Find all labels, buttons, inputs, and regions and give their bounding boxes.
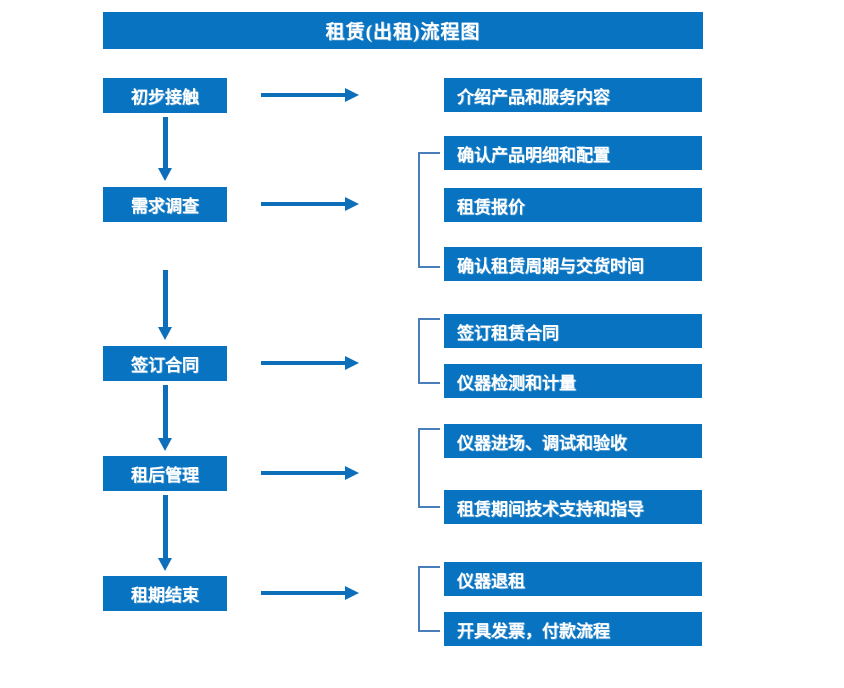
horizontal-arrow-1 — [261, 88, 359, 102]
stage-box-5[interactable]: 租期结束 — [103, 576, 227, 611]
arrow-shaft — [261, 471, 345, 475]
arrow-shaft — [261, 361, 345, 365]
stage-box-4[interactable]: 租后管理 — [103, 456, 227, 491]
arrow-head — [158, 558, 172, 571]
detail-box-2[interactable]: 确认产品明细和配置 — [444, 136, 702, 170]
arrow-shaft — [261, 202, 345, 206]
detail-box-9[interactable]: 仪器退租 — [444, 562, 702, 596]
vertical-arrow-1 — [158, 117, 172, 181]
arrow-head — [158, 327, 172, 340]
detail-box-7[interactable]: 仪器进场、调试和验收 — [444, 424, 702, 458]
detail-box-3[interactable]: 租赁报价 — [444, 188, 702, 222]
arrow-shaft — [163, 117, 168, 168]
arrow-shaft — [261, 591, 345, 595]
vertical-arrow-3 — [158, 385, 172, 451]
stage-box-2[interactable]: 需求调查 — [103, 187, 227, 222]
horizontal-arrow-4 — [261, 466, 359, 480]
detail-box-8[interactable]: 租赁期间技术支持和指导 — [444, 490, 702, 524]
arrow-head — [345, 356, 359, 370]
horizontal-arrow-2 — [261, 197, 359, 211]
arrow-head — [345, 197, 359, 211]
detail-box-1[interactable]: 介绍产品和服务内容 — [444, 78, 702, 112]
stage-box-3[interactable]: 签订合同 — [103, 346, 227, 381]
stage-box-1[interactable]: 初步接触 — [103, 78, 227, 113]
arrow-shaft — [163, 495, 168, 558]
arrow-shaft — [163, 270, 168, 327]
horizontal-arrow-3 — [261, 356, 359, 370]
arrow-head — [158, 168, 172, 181]
bracket-group-2 — [418, 152, 440, 268]
arrow-head — [345, 88, 359, 102]
arrow-shaft — [163, 385, 168, 438]
arrow-head — [345, 586, 359, 600]
bracket-group-5 — [418, 566, 440, 632]
detail-box-10[interactable]: 开具发票，付款流程 — [444, 612, 702, 646]
detail-box-6[interactable]: 仪器检测和计量 — [444, 364, 702, 398]
arrow-head — [345, 466, 359, 480]
arrow-head — [158, 438, 172, 451]
vertical-arrow-4 — [158, 495, 172, 571]
detail-box-5[interactable]: 签订租赁合同 — [444, 314, 702, 348]
horizontal-arrow-5 — [261, 586, 359, 600]
vertical-arrow-2 — [158, 270, 172, 340]
detail-box-4[interactable]: 确认租赁周期与交货时间 — [444, 247, 702, 281]
bracket-group-4 — [418, 428, 440, 508]
bracket-group-3 — [418, 318, 440, 384]
page-title: 租赁(出租)流程图 — [103, 12, 703, 49]
arrow-shaft — [261, 93, 345, 97]
